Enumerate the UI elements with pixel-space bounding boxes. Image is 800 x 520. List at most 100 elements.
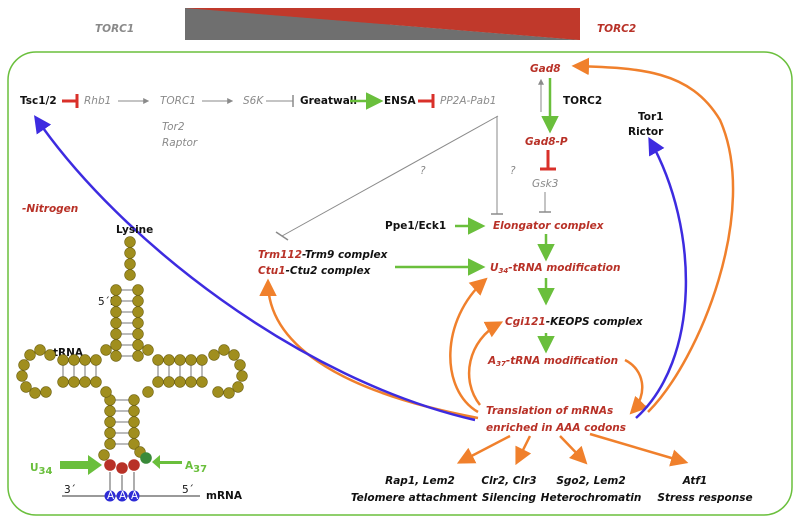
nucleotide-bead: [104, 416, 116, 428]
nucleotide-bead: [152, 354, 164, 366]
nucleotide-bead: [196, 376, 208, 388]
output-3-genes: Sgo2, Lem2: [556, 475, 625, 487]
output-1-function: Telomere attachment: [351, 492, 478, 504]
anticodon-nucleotide-2: [116, 462, 128, 474]
tor1-label: Tor1: [638, 111, 663, 123]
trna-base-pairs: [62, 289, 203, 445]
nucleotide-bead: [142, 344, 154, 356]
header-torc1: TORC1: [95, 23, 134, 35]
nucleotide-bead: [16, 370, 28, 382]
trm112-complex-label: Trm112-Trm9 complex: [258, 249, 389, 261]
trna-cloverleaf: Lysine 5´P tRNA U34 A37 3´ 5´ mRNA A A A: [16, 224, 248, 502]
nucleotide-bead: [110, 295, 122, 307]
feedback-arrow-cgi121: [467, 321, 504, 406]
nucleotide-bead: [132, 306, 144, 318]
nucleotide-bead: [124, 247, 136, 259]
greatwall-label: Greatwall: [300, 95, 357, 107]
mrna-5-label: 5´: [182, 484, 194, 496]
pp2a-pab1-label: PP2A-Pab1: [440, 95, 496, 107]
trna-label: tRNA: [53, 347, 84, 359]
nucleotide-bead: [142, 386, 154, 398]
output-2-genes: Clr2, Clr3: [481, 475, 536, 487]
blue-arrow-tsc: [34, 115, 476, 422]
nucleotide-bead: [79, 376, 91, 388]
nucleotide-bead: [18, 359, 30, 371]
codon-nucleotide-3: [128, 490, 140, 502]
torc2-label: TORC2: [563, 95, 602, 107]
nucleotide-bead: [68, 354, 80, 366]
nucleotide-bead: [128, 427, 140, 439]
torc1-label: TORC1: [160, 95, 196, 107]
nitrogen-label: -Nitrogen: [22, 203, 78, 215]
nucleotide-bead: [196, 354, 208, 366]
output-4-function: Stress response: [657, 492, 752, 504]
nucleotide-bead: [132, 295, 144, 307]
nucleotide-bead: [57, 376, 69, 388]
nucleotide-bead: [98, 449, 110, 461]
codon-letter-2: A: [119, 490, 127, 502]
mrna-label: mRNA: [206, 490, 243, 502]
nucleotide-bead: [234, 359, 246, 371]
nucleotide-bead: [34, 344, 46, 356]
nucleotide-bead: [212, 386, 224, 398]
nucleotide-bead: [100, 344, 112, 356]
output-4-genes: Atf1: [682, 475, 707, 487]
trna-nucleotides: [16, 236, 248, 461]
nucleotide-bead: [174, 354, 186, 366]
a37-modification-label: A37-tRNA modification: [487, 355, 618, 368]
nucleotide-bead: [128, 416, 140, 428]
a37-letter: A37: [185, 460, 207, 475]
nucleotide-bead: [24, 349, 36, 361]
nucleotide-bead: [174, 376, 186, 388]
nucleotide-bead: [44, 349, 56, 361]
question-mark-1: ?: [420, 165, 426, 177]
ctu1-complex-label: Ctu1-Ctu2 complex: [258, 265, 372, 277]
nucleotide-bead: [132, 284, 144, 296]
nucleotide-bead: [68, 376, 80, 388]
codon-letter-1: A: [107, 490, 115, 502]
question-mark-2: ?: [510, 165, 516, 177]
cgi121-keops-label: Cgi121-KEOPS complex: [505, 316, 644, 328]
nucleotide-bead: [110, 339, 122, 351]
nucleotide-bead: [29, 387, 41, 399]
nucleotide-bead: [185, 376, 197, 388]
rhb1-label: Rhb1: [84, 95, 111, 107]
main-frame: [7, 51, 793, 516]
nucleotide-bead: [57, 354, 69, 366]
gad8p-label: Gad8-P: [525, 136, 568, 148]
nucleotide-bead: [124, 236, 136, 248]
feedback-arrow-gad8: [571, 57, 735, 413]
nucleotide-bead: [132, 350, 144, 362]
nucleotide-bead: [223, 387, 235, 399]
nucleotide-bead: [218, 344, 230, 356]
nucleotide-bead: [236, 370, 248, 382]
u34-letter: U34: [30, 462, 52, 477]
nucleotide-bead: [163, 376, 175, 388]
u34-nucleotide: [104, 459, 116, 471]
ppe1-eck1-label: Ppe1/Eck1: [385, 220, 446, 232]
nucleotide-bead: [104, 427, 116, 439]
translation-label-line1: Translation of mRNAs: [486, 405, 613, 417]
nucleotide-bead: [128, 394, 140, 406]
gsk3-label: Gsk3: [532, 178, 558, 190]
raptor-label: Raptor: [162, 137, 198, 149]
nucleotide-bead: [132, 317, 144, 329]
nucleotide-bead: [20, 381, 32, 393]
anticodon-nucleotide-3: [128, 459, 140, 471]
tor2-label: Tor2: [162, 121, 185, 133]
a37-pointer-arrow: [152, 455, 182, 469]
codon-letter-3: A: [131, 490, 139, 502]
nucleotide-bead: [110, 306, 122, 318]
mrna-3-label: 3´: [64, 484, 76, 496]
blue-arrow-tor1: [635, 136, 688, 419]
nucleotide-bead: [110, 317, 122, 329]
a37-to-translation-arrow: [624, 358, 648, 415]
output-1-genes: Rap1, Lem2: [385, 475, 455, 487]
nucleotide-bead: [124, 269, 136, 281]
tsc1-2-label: Tsc1/2: [20, 95, 57, 107]
nucleotide-bead: [110, 350, 122, 362]
ensa-label: ENSA: [384, 95, 417, 107]
nucleotide-bead: [110, 284, 122, 296]
nucleotide-bead: [208, 349, 220, 361]
